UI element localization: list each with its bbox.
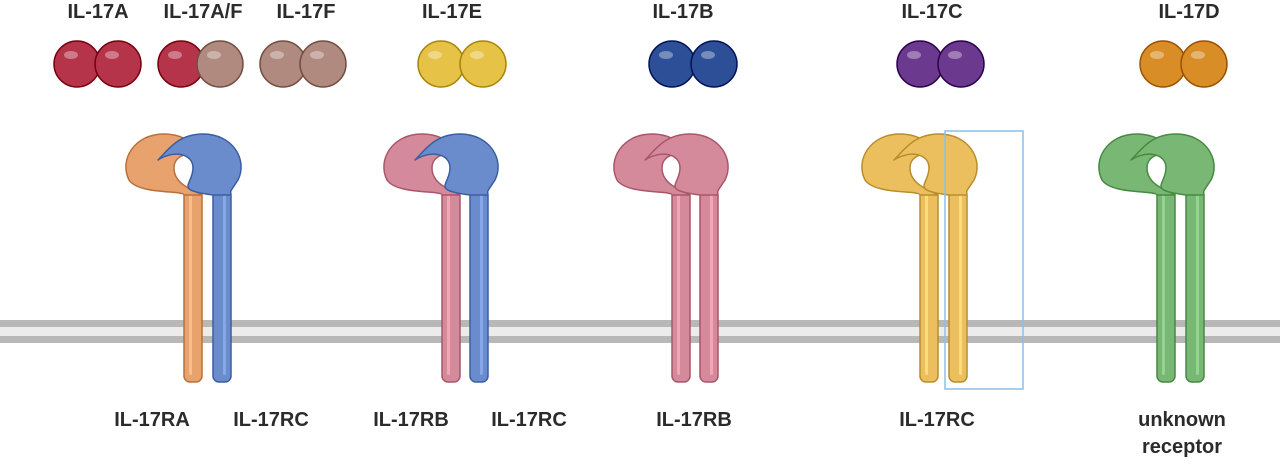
receptor-label-unknown-line1: unknown	[1138, 409, 1226, 431]
receptor-head-8	[893, 133, 978, 196]
cytokine-label-il17c: IL-17C	[901, 1, 963, 23]
receptor-label-il17ra: IL-17RA	[114, 409, 190, 431]
receptor-chain-4	[414, 133, 499, 383]
cytokine-label-il17af: IL-17A/F	[163, 1, 243, 23]
receptor-label-il17rc-3: IL-17RC	[899, 409, 975, 431]
cytokine-dimer-il17f	[259, 40, 347, 88]
receptor-head-4	[414, 133, 499, 196]
receptor-head-6	[644, 133, 729, 196]
receptor-chain-2	[157, 133, 242, 383]
receptor-head-2	[157, 133, 242, 196]
cytokine-dimer-il17e	[417, 40, 507, 88]
receptor-head-10	[1130, 133, 1215, 196]
membrane-inner-leaflet	[0, 336, 1280, 343]
cytokine-label-il17d: IL-17D	[1158, 1, 1220, 23]
cytokine-dimer-il17a	[53, 40, 142, 88]
receptor-label-il17rb-2: IL-17RB	[656, 409, 732, 431]
cytokine-dimer-il17d	[1139, 40, 1228, 88]
cytokine-dimer-il17c	[896, 40, 985, 88]
cytokine-label-il17f: IL-17F	[276, 1, 336, 23]
receptor-label-il17rc-1: IL-17RC	[233, 409, 309, 431]
cytokine-label-il17b: IL-17B	[652, 1, 714, 23]
receptor-label-il17rc-2: IL-17RC	[491, 409, 567, 431]
cytokine-label-il17e: IL-17E	[421, 1, 483, 23]
selection-highlight-box	[944, 130, 1024, 390]
receptor-chain-6	[644, 133, 729, 383]
membrane-outer-leaflet	[0, 320, 1280, 327]
cytokine-dimer-il17b	[648, 40, 738, 88]
receptor-label-il17rb-1: IL-17RB	[373, 409, 449, 431]
receptor-chain-10	[1130, 133, 1215, 383]
cytokine-label-il17a: IL-17A	[67, 1, 129, 23]
receptor-chain-8	[893, 133, 978, 383]
cytokine-dimer-il17af	[157, 40, 244, 88]
receptor-label-unknown-line2: receptor	[1141, 436, 1223, 458]
